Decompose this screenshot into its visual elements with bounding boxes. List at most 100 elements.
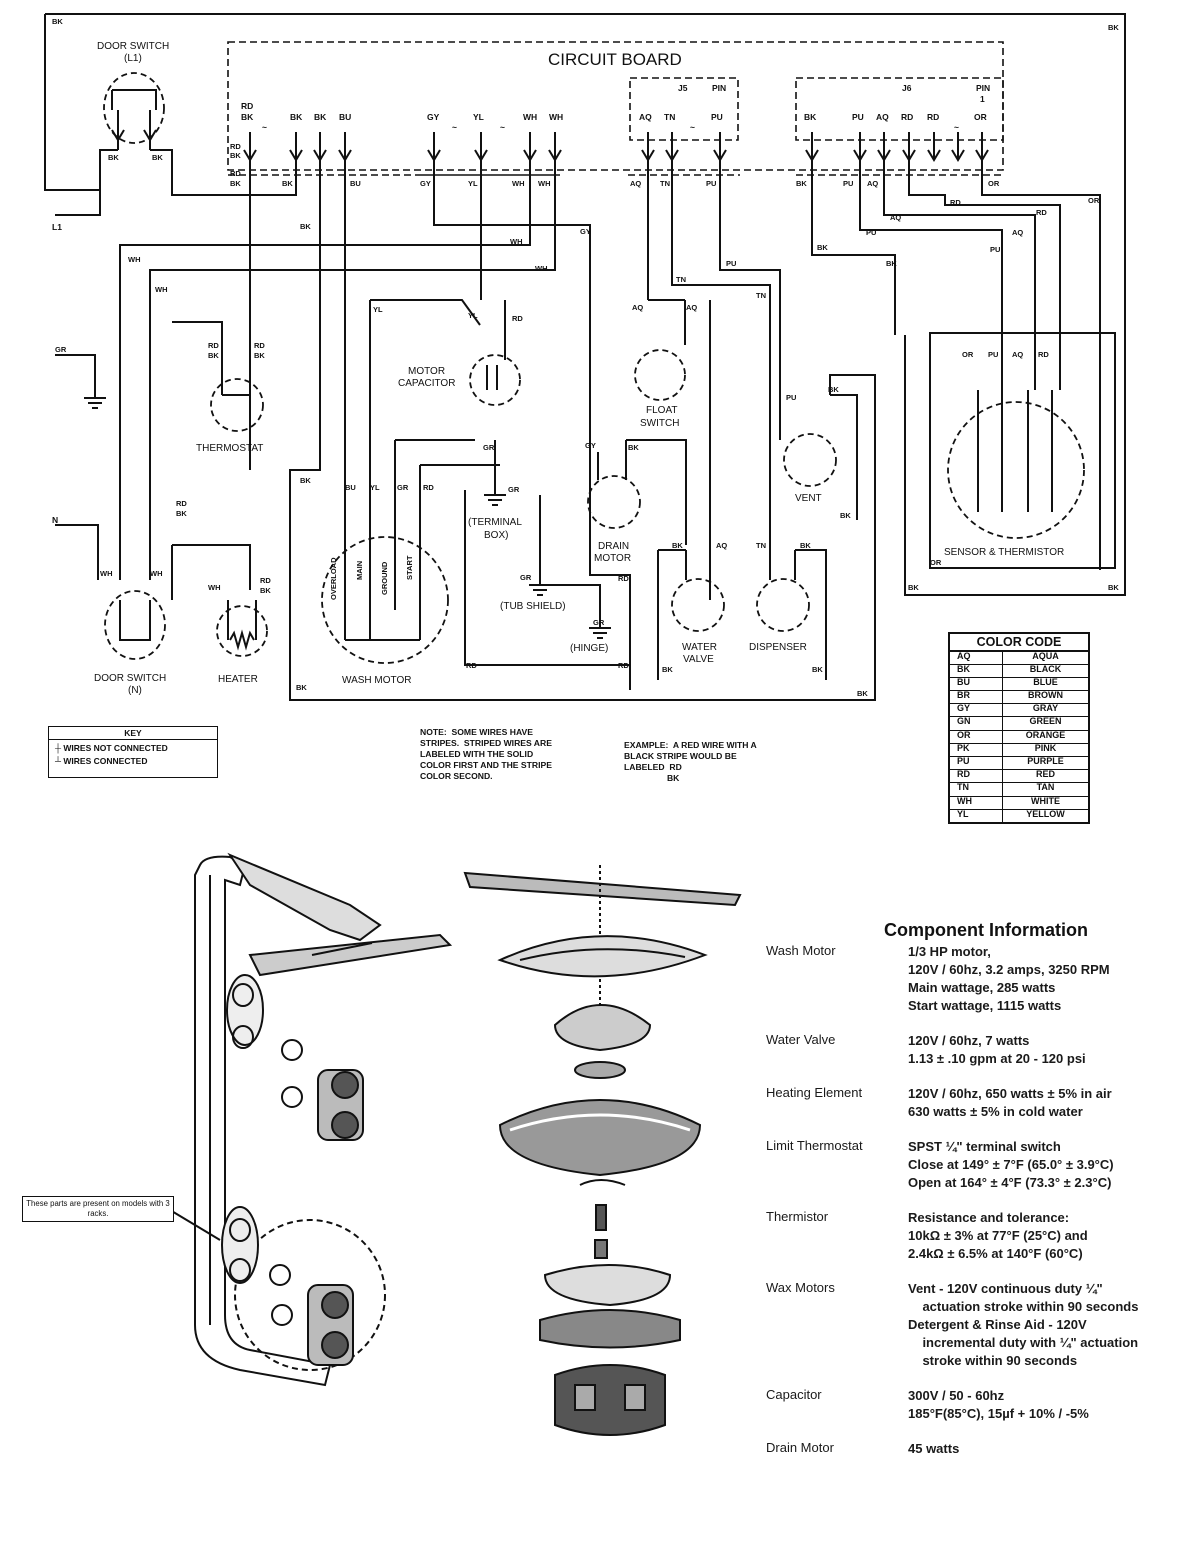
- svg-text:GY: GY: [585, 441, 596, 450]
- component-spec: Vent - 120V continuous duty ¼" actuation…: [908, 1281, 1139, 1368]
- three-rack-callout: These parts are present on models with 3…: [22, 1196, 174, 1222]
- svg-text:WH: WH: [100, 569, 113, 578]
- stripe-note: NOTE: SOME WIRES HAVE STRIPES. STRIPED W…: [420, 727, 552, 781]
- svg-text:RD: RD: [176, 499, 187, 508]
- filter-cover: [497, 935, 708, 978]
- wire-label: BK: [1108, 23, 1119, 32]
- svg-text:BK: BK: [176, 509, 187, 518]
- svg-text:RD: RD: [512, 314, 523, 323]
- svg-text:MOTOR: MOTOR: [594, 553, 631, 564]
- svg-text:BK: BK: [817, 243, 828, 252]
- component-row: Limit Thermostat SPST ¼" terminal switch…: [766, 1138, 1186, 1192]
- pin-arrows: [243, 132, 989, 162]
- component-spec: SPST ¼" terminal switch Close at 149° ± …: [908, 1139, 1114, 1190]
- svg-text:~: ~: [262, 122, 267, 132]
- connector-j6-label: J6: [902, 83, 912, 93]
- svg-text:YL: YL: [373, 305, 383, 314]
- svg-text:OR: OR: [1088, 196, 1100, 205]
- seal-ring: [539, 1309, 681, 1349]
- component-name: Water Valve: [766, 1032, 836, 1047]
- component-name: Drain Motor: [766, 1440, 834, 1455]
- svg-text:START: START: [405, 555, 414, 580]
- svg-text:BK: BK: [828, 385, 839, 394]
- svg-text:WH: WH: [208, 583, 221, 592]
- svg-text:BK: BK: [230, 179, 241, 188]
- svg-text:BU: BU: [339, 112, 351, 122]
- drain-motor: GY BK DRAIN MOTOR: [585, 439, 687, 564]
- svg-text:WH: WH: [538, 179, 551, 188]
- svg-text:BK: BK: [300, 222, 311, 231]
- impeller-plate: [543, 1264, 672, 1307]
- svg-text:AQ: AQ: [632, 303, 643, 312]
- svg-text:BK: BK: [804, 112, 817, 122]
- svg-text:DOOR SWITCH: DOOR SWITCH: [97, 41, 169, 52]
- svg-text:BK: BK: [230, 151, 241, 160]
- svg-text:BK: BK: [908, 583, 919, 592]
- svg-text:(N): (N): [128, 685, 142, 696]
- svg-text:BK: BK: [152, 153, 163, 162]
- svg-text:WASH MOTOR: WASH MOTOR: [342, 675, 411, 686]
- middle-spray-arm: [463, 871, 742, 907]
- svg-text:PU: PU: [990, 245, 1000, 254]
- component-name: Heating Element: [766, 1085, 863, 1100]
- svg-text:OR: OR: [974, 112, 987, 122]
- thermostat: RD BK RD BK THERMOSTAT: [172, 321, 265, 454]
- svg-text:RD: RD: [618, 574, 629, 583]
- board-pin-labels: RD BK BK BK BU GY YL WH WH AQ TN PU BK P…: [241, 101, 987, 132]
- svg-text:AQ: AQ: [1012, 228, 1023, 237]
- svg-text:~: ~: [954, 122, 959, 132]
- svg-text:BK: BK: [282, 179, 293, 188]
- component-row: Capacitor 300V / 50 - 60hz 185°F(85°C), …: [766, 1387, 1186, 1423]
- svg-text:PU: PU: [786, 393, 796, 402]
- circuit-board-label: CIRCUIT BOARD: [548, 50, 682, 69]
- svg-text:GY: GY: [420, 179, 431, 188]
- svg-text:BK: BK: [1108, 583, 1119, 592]
- component-spec: 120V / 60hz, 650 watts ± 5% in air 630 w…: [908, 1086, 1112, 1119]
- svg-text:BK: BK: [208, 351, 219, 360]
- pin-label: PIN: [976, 83, 990, 93]
- svg-text:PU: PU: [706, 179, 716, 188]
- connector-j5-label: J5: [678, 83, 688, 93]
- svg-text:TN: TN: [664, 112, 675, 122]
- svg-text:GR: GR: [520, 573, 532, 582]
- svg-text:WATER: WATER: [682, 642, 717, 653]
- svg-text:HEATER: HEATER: [218, 674, 258, 685]
- legend-key: KEY ┼ WIRES NOT CONNECTED ┴ WIRES CONNEC…: [48, 726, 218, 778]
- svg-text:OR: OR: [988, 179, 1000, 188]
- component-row: Wash Motor 1/3 HP motor, 120V / 60hz, 3.…: [766, 943, 1186, 1015]
- pin-label: PIN: [712, 83, 726, 93]
- svg-text:DOOR SWITCH: DOOR SWITCH: [94, 673, 166, 684]
- key-not-connected-label: WIRES NOT CONNECTED: [63, 743, 168, 753]
- motor-capacitor: YL YL RD MOTOR CAPACITOR: [369, 299, 523, 500]
- svg-text:(TUB SHIELD): (TUB SHIELD): [500, 601, 566, 612]
- svg-text:BK: BK: [800, 541, 811, 550]
- component-spec: 1/3 HP motor, 120V / 60hz, 3.2 amps, 325…: [908, 944, 1110, 1013]
- component-info-title: Component Information: [884, 920, 1088, 940]
- svg-text:GR: GR: [508, 485, 520, 494]
- key-connected: ┴ WIRES CONNECTED: [49, 753, 217, 766]
- svg-text:BK: BK: [886, 259, 897, 268]
- svg-text:RD: RD: [230, 142, 241, 151]
- stripe-example: EXAMPLE: A RED WIRE WITH A BLACK STRIPE …: [624, 740, 757, 783]
- grounds: GR GR GR GR (TERMINAL BOX) (TUB SHIELD) …: [394, 439, 611, 654]
- svg-text:RD: RD: [901, 112, 913, 122]
- water-valve: BK AQ WATER VALVE: [657, 541, 727, 680]
- svg-text:~: ~: [690, 122, 695, 132]
- svg-text:WH: WH: [155, 285, 168, 294]
- svg-text:GY: GY: [580, 227, 591, 236]
- component-name: Wax Motors: [766, 1280, 835, 1295]
- svg-text:THERMOSTAT: THERMOSTAT: [196, 443, 263, 454]
- svg-text:AQ: AQ: [716, 541, 727, 550]
- heater: HEATER: [216, 600, 268, 685]
- svg-text:WH: WH: [549, 112, 563, 122]
- svg-text:AQ: AQ: [639, 112, 652, 122]
- component-name: Capacitor: [766, 1387, 822, 1402]
- svg-text:OR: OR: [930, 558, 942, 567]
- svg-text:MAIN: MAIN: [355, 561, 364, 580]
